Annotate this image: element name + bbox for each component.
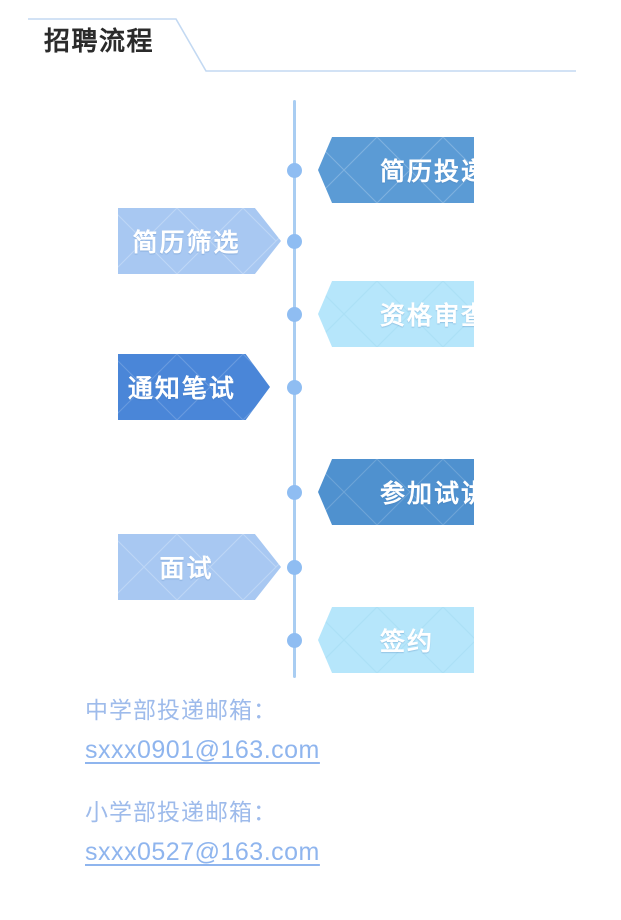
flow-step-qualification-review[interactable]: 资格审查 [318, 281, 474, 347]
contact-label: 中学部投递邮箱： [85, 698, 277, 724]
flow-step-label: 通知笔试 [127, 374, 236, 403]
contact-group-primary-school: 小学部投递邮箱： sxxx0527@163.com [0, 794, 621, 872]
flow-step-label: 参加试讲 [380, 479, 474, 508]
contact-email-link[interactable]: sxxx0527@163.com [85, 838, 320, 866]
contact-label: 小学部投递邮箱： [85, 800, 277, 826]
page-title: 招聘流程 [44, 27, 155, 57]
flow-step-sign-contract[interactable]: 签约 [318, 607, 474, 673]
flow-step-label: 签约 [380, 627, 435, 656]
contact-email-link[interactable]: sxxx0901@163.com [85, 736, 320, 764]
flow-step-trial-lecture[interactable]: 参加试讲 [318, 459, 474, 525]
flow-step-label: 简历投递 [380, 157, 474, 186]
flow-step-resume-submit[interactable]: 简历投递 [318, 137, 474, 203]
contact-section: 中学部投递邮箱： sxxx0901@163.com 小学部投递邮箱： sxxx0… [0, 692, 621, 896]
flow-step-label: 资格审查 [380, 301, 474, 330]
flow-step-written-test-notice[interactable]: 通知笔试 [118, 354, 270, 420]
flow-step-resume-screen[interactable]: 简历筛选 [118, 208, 281, 274]
flow-step-label: 面试 [159, 554, 214, 583]
contact-group-middle-school: 中学部投递邮箱： sxxx0901@163.com [0, 692, 621, 770]
flow-step-interview[interactable]: 面试 [118, 534, 281, 600]
flow-step-label: 简历筛选 [132, 228, 241, 257]
